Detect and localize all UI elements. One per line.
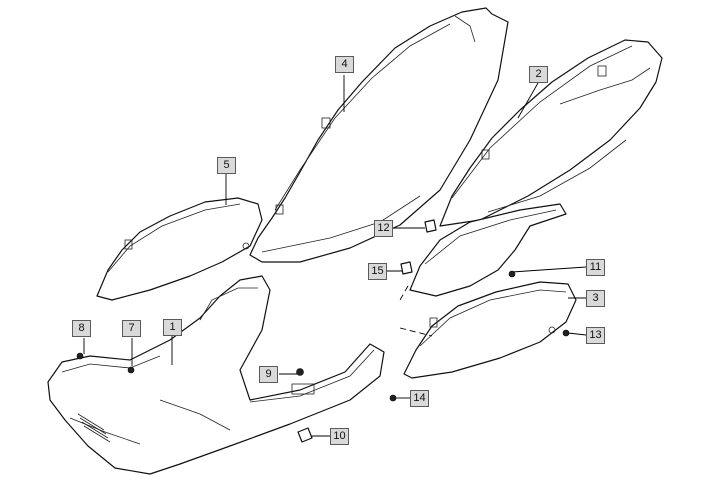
callout-7[interactable]: 7 xyxy=(122,320,141,337)
vent-grille xyxy=(77,413,111,443)
screw-11 xyxy=(508,270,516,278)
part-1-floor-panel[interactable] xyxy=(47,275,385,475)
callout-15[interactable]: 15 xyxy=(368,263,387,280)
part-5-front-cover[interactable] xyxy=(96,197,263,301)
callout-1[interactable]: 1 xyxy=(163,319,182,336)
callout-11[interactable]: 11 xyxy=(586,259,605,276)
callout-14[interactable]: 14 xyxy=(410,390,429,407)
part-2-lower-panel[interactable] xyxy=(409,203,567,297)
screw-7 xyxy=(127,366,135,374)
callout-10[interactable]: 10 xyxy=(330,428,349,445)
screw-13 xyxy=(562,329,570,337)
callout-13[interactable]: 13 xyxy=(586,327,605,344)
screw-14 xyxy=(389,394,397,402)
callout-9[interactable]: 9 xyxy=(259,366,278,383)
clip-12 xyxy=(424,219,437,233)
callout-8[interactable]: 8 xyxy=(72,320,91,337)
callout-3[interactable]: 3 xyxy=(586,290,605,307)
screw-9 xyxy=(296,368,304,376)
part-3-rear-lower-cover[interactable] xyxy=(403,281,577,379)
fasteners xyxy=(76,219,570,443)
callout-4[interactable]: 4 xyxy=(335,56,354,73)
clip-10 xyxy=(297,427,313,443)
callout-12[interactable]: 12 xyxy=(374,220,393,237)
callout-5[interactable]: 5 xyxy=(217,157,236,174)
screw-8 xyxy=(76,352,84,360)
clip-15 xyxy=(400,261,413,275)
callout-2[interactable]: 2 xyxy=(529,66,548,83)
leader-lines xyxy=(83,75,587,437)
part-2-rear-cover[interactable] xyxy=(439,39,663,227)
